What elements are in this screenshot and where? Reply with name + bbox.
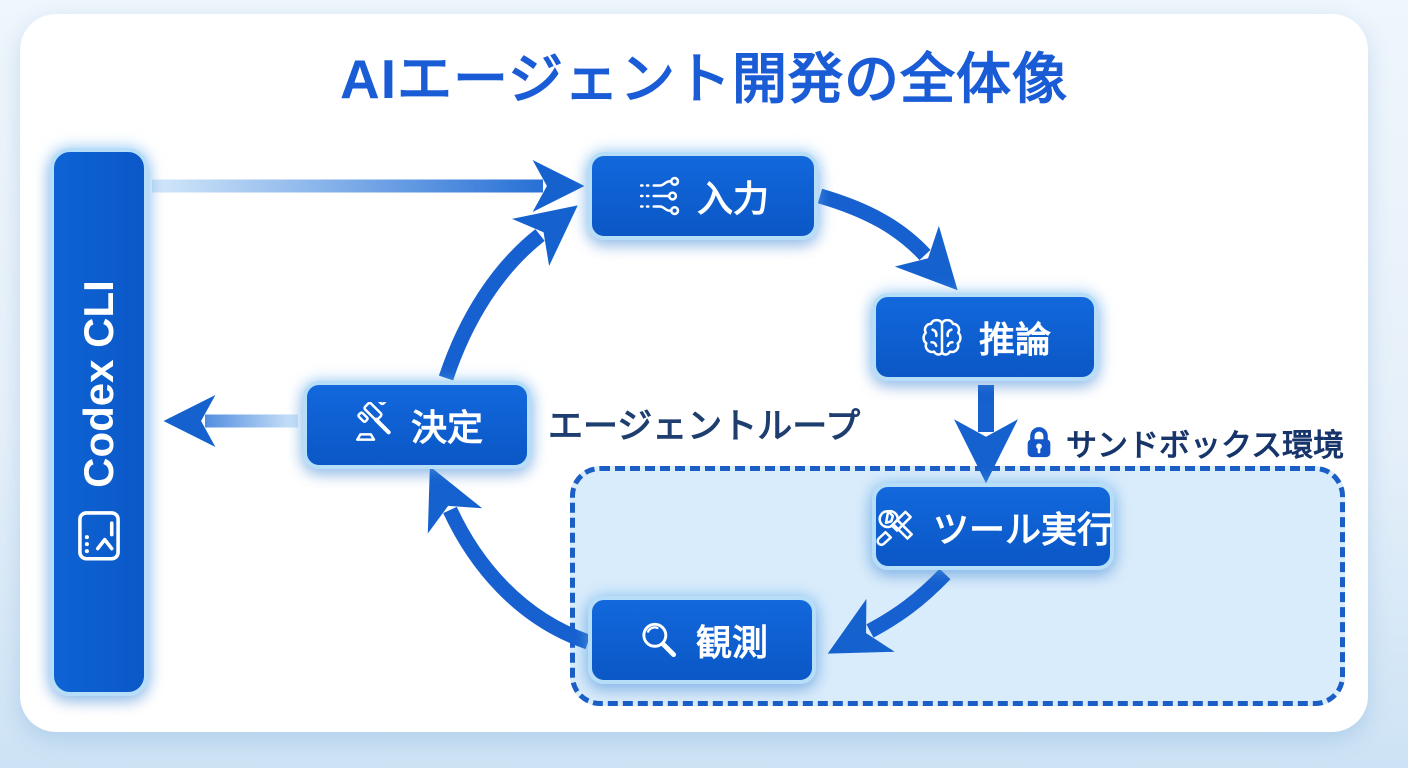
codex-cli-content: Codex CLI xyxy=(71,280,127,564)
node-decision-label: 決定 xyxy=(410,407,483,448)
brain-icon xyxy=(922,318,962,356)
circuit-input-icon xyxy=(639,176,680,216)
agent-loop-label: エージェントループ xyxy=(548,407,861,446)
node-observation: 観測 xyxy=(588,596,816,684)
node-decision: 決定 xyxy=(303,381,531,469)
sandbox-caption: サンドボックス環境 xyxy=(1022,420,1344,465)
codex-cli-bar: Codex CLI xyxy=(50,148,148,696)
node-observation-label: 観測 xyxy=(695,622,768,663)
gavel-icon xyxy=(356,402,391,441)
codex-cli-label: Codex CLI xyxy=(75,280,122,488)
wrench-tools-icon xyxy=(876,509,913,546)
page-title: AIエージェント開発の全体像 xyxy=(340,48,1068,110)
node-input-label: 入力 xyxy=(696,178,769,219)
node-input: 入力 xyxy=(588,152,818,240)
node-tool-exec-label: ツール実行 xyxy=(933,508,1114,550)
node-reasoning: 推論 xyxy=(872,293,1098,381)
node-reasoning-label: 推論 xyxy=(978,319,1051,360)
terminal-icon xyxy=(78,511,120,561)
magnifier-icon xyxy=(642,622,677,658)
sandbox-label: サンドボックス環境 xyxy=(1066,428,1345,463)
lock-icon xyxy=(1027,426,1051,457)
node-tool-exec: ツール実行 xyxy=(872,483,1114,570)
